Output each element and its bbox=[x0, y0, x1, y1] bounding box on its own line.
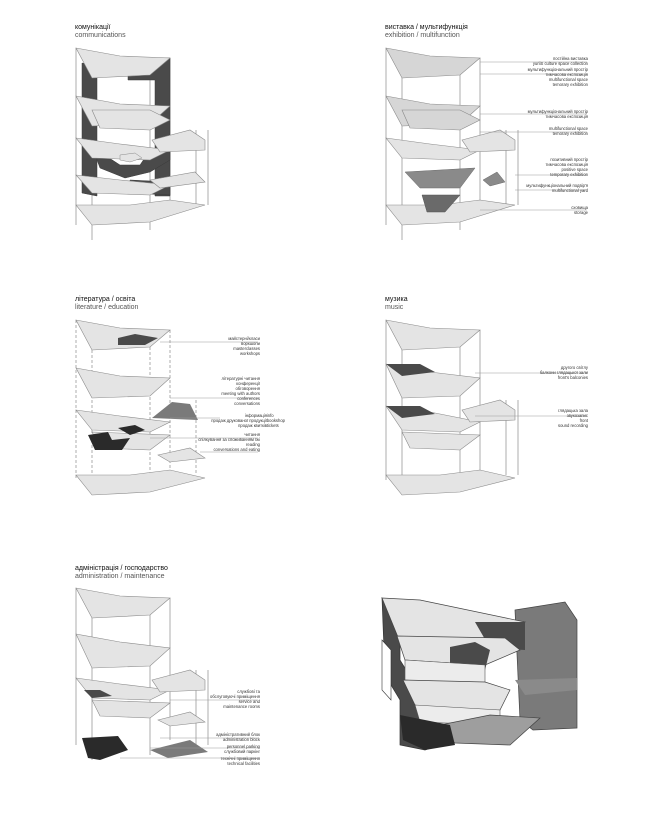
label-multifunctional-space-1: мультифункціональний простір тимчасова е… bbox=[527, 67, 588, 87]
label-service-rooms: службові та обслуговуючі приміщення serv… bbox=[210, 689, 260, 709]
literature-axonometric-drawing bbox=[75, 319, 258, 496]
massing-model-drawing bbox=[381, 596, 578, 751]
administration-axonometric-drawing bbox=[75, 587, 258, 760]
title-ua: адміністрація / господарство bbox=[75, 565, 168, 572]
title-en: communications bbox=[75, 32, 126, 39]
label-literary-readings: літературні читання конференції обговоре… bbox=[221, 376, 260, 406]
panel-communications: комунікації communications bbox=[0, 0, 325, 270]
panel-music: музика music другого світлу балкони гл bbox=[325, 270, 650, 550]
label-workshops: майстерні/класи воркшопи masterclasses w… bbox=[228, 336, 260, 356]
label-info-bookshop-en: info bookshop tickets bbox=[266, 413, 285, 428]
title-ua: виставка / мультифункція bbox=[385, 24, 468, 31]
title-ua: література / освіта bbox=[75, 296, 136, 303]
label-info-bookshop-ua: інформація продаж друкованої продукції п… bbox=[211, 413, 267, 428]
exhibition-axonometric-drawing bbox=[385, 47, 587, 240]
label-storage: сховища storage bbox=[571, 205, 588, 215]
panel-title: виставка / мультифункція exhibition / mu… bbox=[385, 24, 468, 40]
panel-title: комунікації communications bbox=[75, 24, 126, 40]
label-multifunctional-yard: мультифункціональний подвір'я multifunct… bbox=[526, 183, 588, 193]
panel-massing-model bbox=[325, 550, 650, 826]
label-technical-facilities: технічні приміщення technical facilities bbox=[220, 756, 260, 766]
label-multifunctional-space-2: мультифункціональний простір тимчасова е… bbox=[527, 109, 588, 119]
title-en: music bbox=[385, 304, 404, 311]
label-multifunctional-space-3: multifunctional space temorary exhibitio… bbox=[548, 126, 588, 136]
panel-literature: література / освіта literature / educati… bbox=[0, 270, 325, 550]
panel-administration: адміністрація / господарство administrat… bbox=[0, 550, 325, 826]
panel-title: література / освіта literature / educati… bbox=[75, 296, 138, 312]
communications-axonometric-drawing bbox=[75, 47, 209, 240]
panel-title: адміністрація / господарство administrat… bbox=[75, 565, 168, 581]
panel-exhibition: виставка / мультифункція exhibition / mu… bbox=[325, 0, 650, 270]
label-positive-space: позитивний простір тимчасова експозиція … bbox=[545, 157, 589, 177]
label-auditorium: глядацька зала звукозапис front sound re… bbox=[557, 408, 588, 428]
label-personnel-parking: personnel parking службовий паркінг bbox=[224, 744, 260, 754]
label-administration-block: адміністративний блок administration blo… bbox=[216, 732, 260, 742]
label-balconies: другого світлу балкони глядацької зали f… bbox=[539, 365, 588, 380]
title-ua: музика bbox=[385, 296, 408, 303]
label-reading-eating: читання спілкування за споживанням їжі r… bbox=[198, 432, 260, 452]
label-permanent-exhibition: постійна виставка yuriiS culture space c… bbox=[532, 56, 588, 66]
music-axonometric-drawing bbox=[385, 319, 587, 496]
title-en: exhibition / multifunction bbox=[385, 32, 460, 39]
title-en: administration / maintenance bbox=[75, 573, 165, 580]
title-ua: комунікації bbox=[75, 24, 111, 31]
title-en: literature / education bbox=[75, 304, 139, 311]
panel-title: музика music bbox=[385, 296, 408, 312]
